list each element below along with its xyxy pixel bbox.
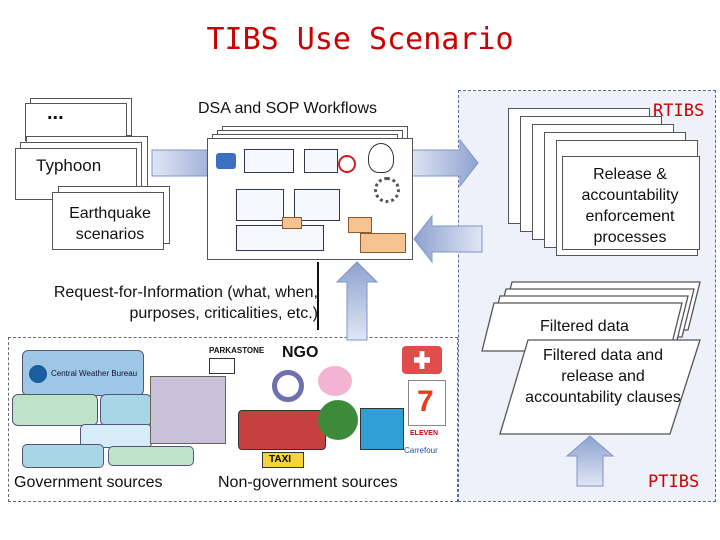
workflow-node: [294, 189, 340, 221]
non-government-sources-label: Non-government sources: [218, 474, 398, 491]
stop-icon: [338, 155, 356, 173]
building-image: [150, 376, 226, 444]
ngo-badge: [318, 366, 352, 396]
rtibs-process-label: Release & accountability enforcement pro…: [581, 166, 679, 246]
request-label: Request-for-Information (what, when, pur…: [53, 284, 318, 322]
workflows-label: DSA and SOP Workflows: [198, 100, 378, 117]
gov-logo: [12, 394, 98, 426]
typhoon-label: Typhoon: [36, 156, 102, 175]
workflow-node-highlight: [360, 233, 406, 253]
rtibs-label: RTIBS: [653, 101, 705, 121]
ptibs-label: PTIBS: [648, 472, 700, 492]
green-logo: [318, 400, 358, 440]
workflow-card: [207, 138, 413, 260]
parkstone-logo: PARKASTONE: [209, 346, 265, 355]
gear-icon: [374, 177, 400, 203]
seven-text: 7: [417, 385, 434, 418]
workflow-node: [304, 149, 338, 173]
scenario-card-back: [25, 103, 127, 141]
earthquake-card: [52, 192, 164, 250]
taxi-logo: TAXI: [262, 452, 304, 468]
government-sources-label: Government sources: [14, 474, 163, 491]
person-icon: [368, 143, 394, 173]
scenario-ellipsis: ...: [47, 102, 64, 124]
workflow-icon: [216, 153, 236, 169]
rtibs-process-card: [562, 156, 700, 250]
arrow-workflows-to-rtibs: [409, 138, 479, 188]
arrow-sources-up: [335, 261, 379, 341]
gov-logo: [108, 446, 194, 466]
filtered-data-label: Filtered data: [540, 318, 629, 335]
earthquake-label: Earthquake scenarios: [69, 205, 151, 243]
carrefour-logo: Carrefour: [404, 446, 438, 455]
bus-image: [238, 410, 326, 450]
filtered-card-stack: [481, 281, 701, 435]
workflow-node: [236, 225, 324, 251]
cwb-logo: Central Weather Bureau: [22, 350, 144, 396]
arrow-ptibs-up: [565, 435, 615, 487]
workflow-node: [236, 189, 284, 221]
gov-logo: [22, 444, 104, 468]
seven-eleven-logo: 7: [408, 380, 446, 426]
cwb-icon: [29, 365, 47, 383]
taxi-text: TAXI: [269, 454, 292, 465]
workflow-node-highlight: [348, 217, 372, 233]
parkstone-icon: [209, 358, 235, 374]
eleven-text: ELEVEN: [410, 430, 439, 437]
workflow-node-highlight: [282, 217, 302, 229]
ngo-logo: NGO: [282, 344, 319, 361]
seal-logo: [360, 408, 404, 450]
gov-logo: [100, 394, 152, 426]
arrow-rtibs-to-workflows: [413, 214, 483, 264]
workflow-node: [244, 149, 294, 173]
filtered-clauses-label: Filtered data and release and accountabi…: [525, 347, 681, 406]
page-title: TIBS Use Scenario: [206, 22, 514, 57]
g-logo: [272, 370, 304, 402]
cwb-text: Central Weather Bureau: [51, 369, 138, 378]
